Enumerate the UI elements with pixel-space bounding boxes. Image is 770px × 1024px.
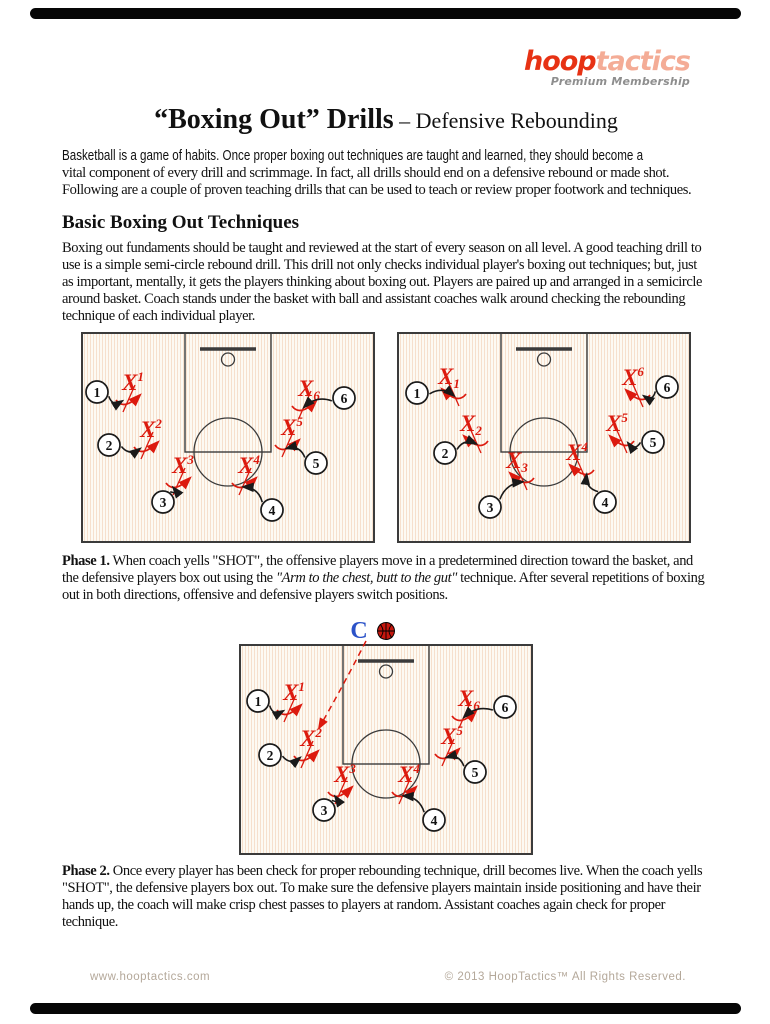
- svg-text:3: 3: [321, 803, 328, 818]
- phase2-paragraph: Phase 2. Once every player has been chec…: [62, 863, 710, 931]
- svg-text:6: 6: [664, 380, 671, 395]
- phase2-text: Once every player has been check for pro…: [62, 863, 703, 930]
- svg-text:2: 2: [442, 446, 449, 461]
- bottom-border-bar: [30, 1003, 741, 1014]
- svg-text:2: 2: [106, 438, 113, 453]
- section-heading: Basic Boxing Out Techniques: [62, 212, 300, 233]
- phase2-label: Phase 2.: [62, 863, 110, 879]
- page-title: “Boxing Out” Drills – Defensive Reboundi…: [62, 99, 710, 136]
- phase1-paragraph: Phase 1. When coach yells "SHOT", the of…: [62, 553, 710, 604]
- page-footer: www.hooptactics.com © 2013 HoopTactics™ …: [62, 971, 710, 983]
- logo-tagline: Premium Membership: [550, 75, 690, 88]
- intro-paragraph: Basketball is a game of habits. Once pro…: [62, 148, 710, 199]
- logo-wordmark: hooptactics: [62, 46, 691, 77]
- svg-text:6: 6: [341, 391, 348, 406]
- phase1-text-before: When coach yells "SHOT", the offensive p…: [62, 553, 693, 586]
- intro-rest: vital component of every drill and scrim…: [62, 165, 692, 198]
- top-border-bar: [30, 8, 741, 19]
- logo-tactics-text: tactics: [595, 46, 691, 77]
- page-title-sub: – Defensive Rebounding: [393, 108, 618, 133]
- intro-first-line: Basketball is a game of habits. Once pro…: [62, 148, 644, 164]
- footer-copyright: © 2013 HoopTactics™ All Rights Reserved.: [444, 971, 686, 983]
- phase1-text-after: technique. After several repetitions of …: [62, 570, 705, 603]
- document-page: hooptactics Premium Membership “Boxing O…: [62, 0, 710, 931]
- svg-text:C: C: [350, 618, 367, 644]
- svg-text:1: 1: [94, 385, 101, 400]
- footer-website-link[interactable]: www.hooptactics.com: [90, 971, 211, 983]
- svg-text:3: 3: [487, 500, 494, 515]
- page-title-main: “Boxing Out” Drills: [154, 104, 394, 135]
- svg-text:3: 3: [160, 495, 167, 510]
- svg-text:2: 2: [267, 748, 274, 763]
- svg-text:6: 6: [502, 700, 509, 715]
- logo-hoop-text: hoop: [523, 46, 597, 77]
- phase1-label: Phase 1.: [62, 553, 110, 569]
- svg-text:1: 1: [414, 386, 421, 401]
- svg-text:5: 5: [313, 456, 320, 471]
- section-paragraph: Boxing out fundaments should be taught a…: [62, 240, 703, 324]
- svg-text:4: 4: [269, 503, 276, 518]
- svg-text:5: 5: [472, 765, 479, 780]
- svg-text:4: 4: [431, 813, 438, 828]
- svg-text:1: 1: [255, 694, 262, 709]
- svg-text:4: 4: [602, 495, 609, 510]
- hooptactics-logo: hooptactics Premium Membership: [62, 48, 710, 87]
- phase1-technique-quote: "Arm to the chest, butt to the gut": [275, 570, 457, 586]
- svg-text:5: 5: [650, 435, 657, 450]
